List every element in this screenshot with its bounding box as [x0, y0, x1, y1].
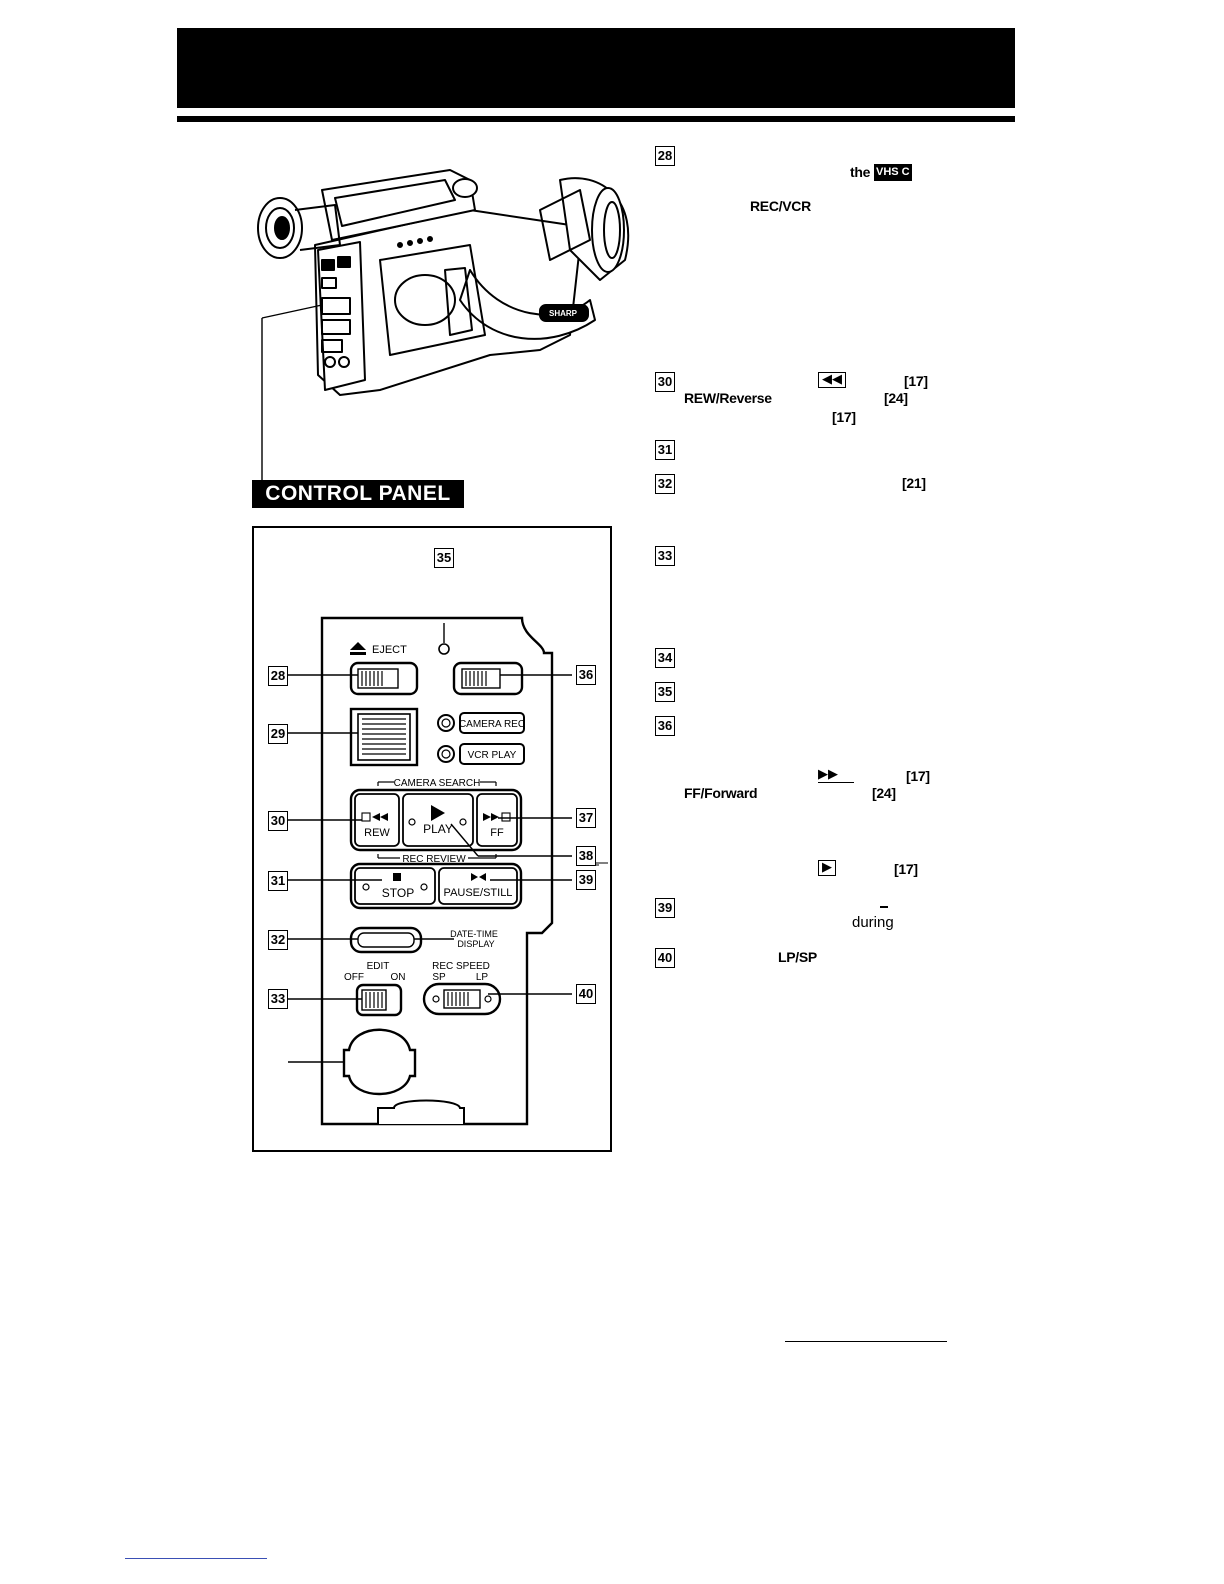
callout-32: 32	[655, 474, 675, 494]
display-label: DISPLAY	[457, 939, 494, 949]
ref-17-b: [17]	[832, 409, 856, 425]
date-time-label: DATE-TIME	[450, 929, 498, 939]
ff-label: FF	[490, 827, 504, 839]
play-symbol-icon: ▶	[818, 860, 836, 876]
edit-on-label: ON	[391, 972, 406, 983]
control-panel-label: CONTROL PANEL	[252, 480, 464, 508]
text-rec-vcr: REC/VCR	[750, 198, 811, 214]
callout-35: 35	[655, 682, 675, 702]
callout-35-panel: 35	[434, 548, 454, 568]
rewind-symbol-icon: ◀◀	[818, 372, 846, 388]
rec-speed-lp-label: LP	[476, 972, 489, 983]
rec-review-label: REC REVIEW	[402, 854, 466, 865]
rew-label: REW	[364, 827, 390, 839]
stop-icon	[393, 873, 401, 881]
ff-symbol-underline	[818, 782, 854, 784]
fast-forward-icon	[483, 813, 499, 821]
header-rule	[177, 116, 1015, 122]
ref-21: [21]	[902, 475, 926, 491]
ref-24-b: [24]	[872, 785, 896, 801]
rec-speed-sp-label: SP	[432, 972, 446, 983]
ref-17-d: [17]	[894, 861, 918, 877]
play-icon	[431, 805, 445, 821]
callout-38-panel: 38	[576, 846, 596, 866]
callout-39: 39	[655, 898, 675, 918]
camcorder-illustration: SHARP	[257, 169, 630, 480]
eject-label: EJECT	[372, 644, 407, 656]
fast-forward-symbol-icon: ▶▶	[818, 767, 838, 782]
play-label: PLAY	[423, 822, 453, 836]
stop-label: STOP	[382, 886, 414, 900]
callout-36: 36	[655, 716, 675, 736]
callout-31: 31	[655, 440, 675, 460]
header-bar	[177, 28, 1015, 108]
callout-36-panel: 36	[576, 665, 596, 685]
callout-28: 28	[655, 146, 675, 166]
control-panel-diagram: EJECT CAMERA REC VCR PLAY CAMERA SEARCH	[288, 616, 608, 1126]
pause-icon	[471, 873, 486, 881]
vhsc-logo: VHS C	[874, 164, 912, 181]
callout-32-panel: 32	[268, 930, 288, 950]
footer-rule	[785, 1341, 947, 1342]
ref-17-c: [17]	[906, 768, 930, 784]
camera-search-label: CAMERA SEARCH	[394, 778, 481, 789]
callout-40-panel: 40	[576, 984, 596, 1004]
callout-28-panel: 28	[268, 666, 288, 686]
macron-mark	[880, 906, 888, 908]
ref-24-a: [24]	[884, 390, 908, 406]
callout-30: 30	[655, 372, 675, 392]
callout-33-panel: 33	[268, 989, 288, 1009]
callout-33: 33	[655, 546, 675, 566]
text-lp-sp: LP/SP	[778, 949, 817, 965]
text-ff-forward: FF/Forward	[684, 785, 758, 801]
text-the: the	[850, 164, 871, 180]
rewind-icon	[372, 813, 388, 821]
callout-39-panel: 39	[576, 870, 596, 890]
rec-speed-label: REC SPEED	[432, 961, 490, 972]
brand-logo: SHARP	[549, 309, 578, 318]
callout-29-panel: 29	[268, 724, 288, 744]
callout-34: 34	[655, 648, 675, 668]
callout-40: 40	[655, 948, 675, 968]
vcr-play-label: VCR PLAY	[468, 750, 517, 761]
pause-still-label: PAUSE/STILL	[444, 887, 513, 899]
edit-label: EDIT	[367, 961, 390, 972]
control-panel-frame	[252, 526, 612, 1152]
callout-37-panel: 37	[576, 808, 596, 828]
callout-31-panel: 31	[268, 871, 288, 891]
text-during: during	[852, 914, 894, 931]
text-rew-reverse: REW/Reverse	[684, 390, 772, 406]
camera-rec-label: CAMERA REC	[459, 719, 525, 730]
bottom-rule	[125, 1558, 267, 1559]
edit-off-label: OFF	[344, 972, 364, 983]
ref-17-a: [17]	[904, 373, 928, 389]
callout-30-panel: 30	[268, 811, 288, 831]
